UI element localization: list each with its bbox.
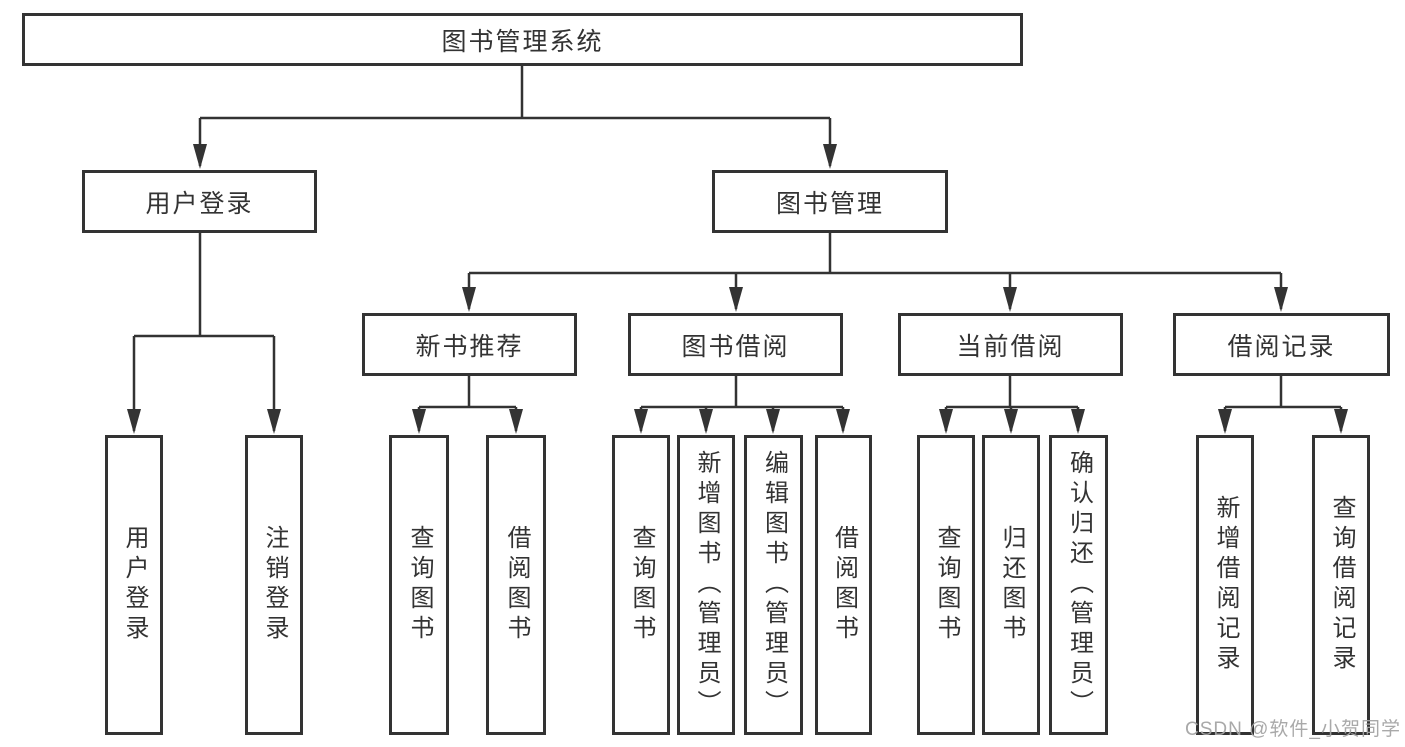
node-leaf-bb-borrow-books: 借阅图书: [815, 435, 872, 735]
arrowhead-down-icon: [823, 144, 837, 169]
arrowhead-down-icon: [766, 409, 780, 434]
node-leaf-nbr-borrow-books: 借阅图书: [486, 435, 546, 735]
connector-book-borrow-to-leaves: [639, 376, 845, 431]
node-label: 当前借阅: [956, 332, 1065, 361]
csdn-watermark: CSDN @软件_小贺同学: [1185, 719, 1401, 740]
connector-root-to-level2: [198, 66, 832, 166]
node-leaf-cb-return-books: 归还图书: [982, 435, 1040, 735]
arrowhead-down-icon: [729, 287, 743, 312]
arrowhead-down-icon: [836, 409, 850, 434]
arrowhead-down-icon: [509, 409, 523, 434]
node-label: 注销登录: [261, 525, 288, 645]
node-label: 查询图书: [406, 525, 433, 645]
node-label: 用户登录: [121, 525, 148, 645]
node-leaf-logout: 注销登录: [245, 435, 303, 735]
arrowheads: [127, 144, 1348, 434]
node-borrow-records: 借阅记录: [1173, 313, 1390, 376]
arrowhead-down-icon: [412, 409, 426, 434]
arrowhead-down-icon: [1004, 409, 1018, 434]
arrowhead-down-icon: [1071, 409, 1085, 434]
node-label: 借阅图书: [830, 525, 858, 645]
arrowhead-down-icon: [1218, 409, 1232, 434]
node-leaf-cb-query-books: 查询图书: [917, 435, 975, 735]
node-leaf-nbr-query-books: 查询图书: [389, 435, 449, 735]
arrowhead-down-icon: [267, 409, 281, 434]
node-leaf-bb-add-book-admin: 新增图书（管理员）: [677, 435, 735, 735]
node-label: 查询图书: [628, 525, 655, 645]
arrowhead-down-icon: [1274, 287, 1288, 312]
node-label: 图书管理: [775, 189, 884, 218]
node-label: 确认归还（管理员）: [1065, 450, 1093, 720]
connector-borrow-records-to-leaves: [1223, 376, 1343, 431]
node-book-management: 图书管理: [712, 170, 948, 233]
connector-book-mgmt-to-level3: [467, 233, 1283, 309]
connector-new-book-recommend-to-leaves: [417, 376, 518, 431]
node-leaf-bb-edit-book-admin: 编辑图书（管理员）: [744, 435, 803, 735]
node-label: 图书借阅: [681, 332, 790, 361]
node-leaf-cb-confirm-return-admin: 确认归还（管理员）: [1049, 435, 1108, 735]
node-label: 图书管理系统: [441, 27, 604, 56]
node-label: 新增借阅记录: [1212, 495, 1239, 675]
node-leaf-bb-query-books: 查询图书: [612, 435, 670, 735]
node-label: 借阅记录: [1227, 332, 1336, 361]
node-label: 编辑图书（管理员）: [760, 450, 788, 720]
node-leaf-br-add-record: 新增借阅记录: [1196, 435, 1254, 735]
node-label: 查询图书: [933, 525, 960, 645]
node-leaf-br-query-record: 查询借阅记录: [1312, 435, 1370, 735]
node-new-book-recommend: 新书推荐: [362, 313, 577, 376]
arrowhead-down-icon: [1003, 287, 1017, 312]
node-root-library-system: 图书管理系统: [22, 13, 1023, 66]
node-label: 归还图书: [998, 525, 1025, 645]
node-user-login: 用户登录: [82, 170, 317, 233]
arrowhead-down-icon: [699, 409, 713, 434]
node-current-borrow: 当前借阅: [898, 313, 1123, 376]
arrowhead-down-icon: [939, 409, 953, 434]
node-book-borrow: 图书借阅: [628, 313, 843, 376]
node-label: 借阅图书: [503, 525, 530, 645]
node-label: 新增图书（管理员）: [693, 450, 720, 720]
node-label: 查询借阅记录: [1328, 495, 1355, 675]
arrowhead-down-icon: [462, 287, 476, 312]
arrowhead-down-icon: [1334, 409, 1348, 434]
connector-user-login-to-leaves: [132, 233, 276, 431]
arrowhead-down-icon: [193, 144, 207, 169]
arrowhead-down-icon: [634, 409, 648, 434]
node-label: 新书推荐: [415, 332, 524, 361]
node-label: 用户登录: [145, 189, 254, 218]
node-leaf-user-login: 用户登录: [105, 435, 163, 735]
arrowhead-down-icon: [127, 409, 141, 434]
